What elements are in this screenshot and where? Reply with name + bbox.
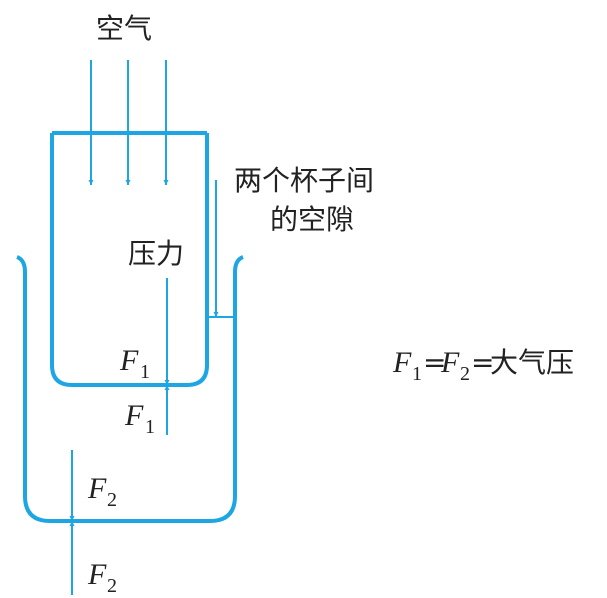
svg-text:1: 1 bbox=[145, 416, 155, 438]
svg-text:1: 1 bbox=[412, 363, 422, 385]
svg-text:1: 1 bbox=[140, 361, 150, 383]
gap-label-line1: 两个杯子间 bbox=[234, 164, 374, 197]
inner-cup bbox=[50, 131, 209, 387]
svg-text:2: 2 bbox=[107, 489, 117, 511]
pressure-label: 压力 bbox=[128, 237, 184, 270]
outer-cup bbox=[16, 255, 244, 523]
svg-text:F: F bbox=[87, 558, 107, 591]
gap-label-line2: 的空隙 bbox=[270, 203, 354, 236]
svg-text:F: F bbox=[87, 472, 107, 505]
air-label: 空气 bbox=[96, 12, 152, 45]
svg-text:大气压: 大气压 bbox=[490, 346, 574, 379]
equation-f1-equals-f2-equals-atmospheric-pressure: F 1 = F 2 = 大气压 bbox=[392, 346, 574, 385]
svg-text:=: = bbox=[471, 346, 494, 379]
svg-text:2: 2 bbox=[460, 363, 470, 385]
air-arrows bbox=[88, 60, 169, 185]
svg-text:2: 2 bbox=[107, 575, 117, 597]
svg-text:F: F bbox=[124, 399, 144, 432]
svg-text:F: F bbox=[392, 346, 412, 379]
svg-text:F: F bbox=[119, 344, 139, 377]
svg-text:=: = bbox=[423, 346, 446, 379]
svg-text:F: F bbox=[440, 346, 460, 379]
